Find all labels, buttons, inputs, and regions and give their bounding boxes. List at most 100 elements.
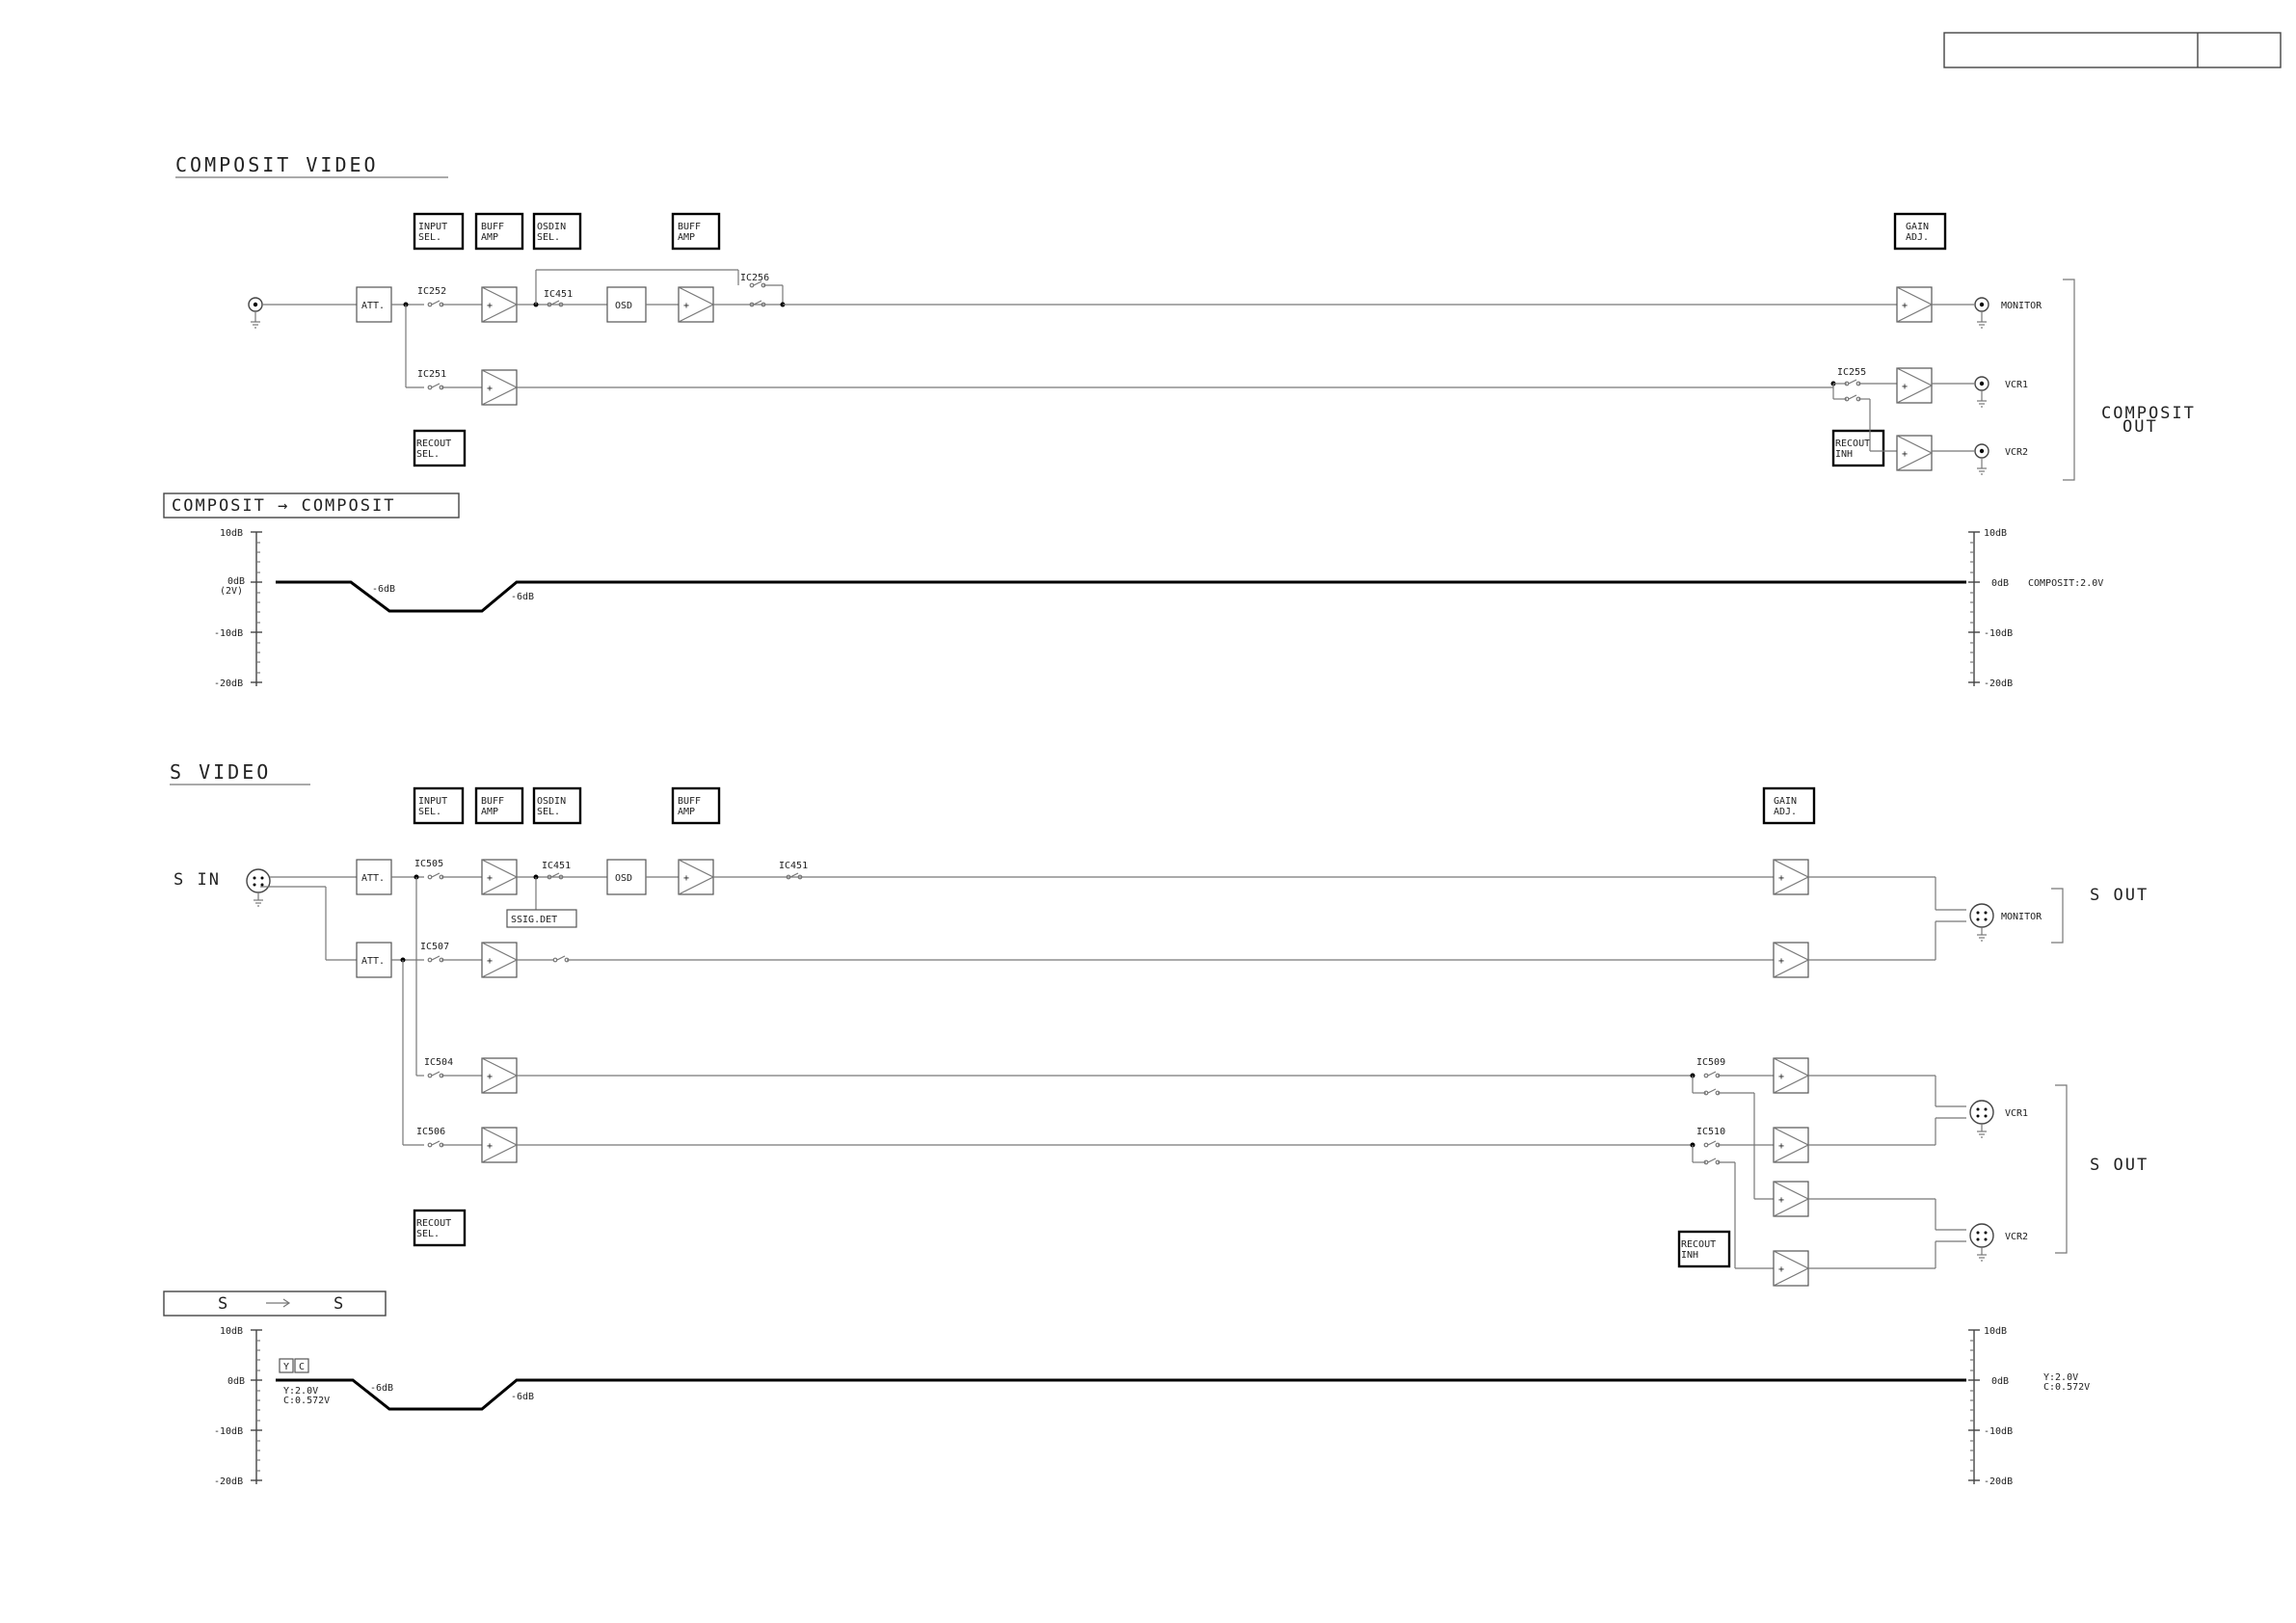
composite-title: COMPOSIT VIDEO (175, 153, 379, 176)
svideo-in-level-c: C:0.572V (283, 1396, 330, 1406)
ic451a-label: IC451 (542, 861, 571, 871)
composite-osd-block: OSD (606, 286, 647, 323)
composite-monitor-label: MONITOR (2001, 301, 2042, 311)
svideo-gain-amp-c (1773, 942, 1809, 978)
composite-out-level: COMPOSIT:2.0V (2028, 578, 2103, 589)
svg-text:INH: INH (1835, 449, 1853, 460)
svg-text:SEL.: SEL. (418, 232, 441, 243)
svideo-recout-inh-label: RECOUT INH (1677, 1230, 1731, 1268)
svg-text:10dB: 10dB (220, 1326, 243, 1337)
svg-text:0dB: 0dB (227, 576, 245, 587)
svideo-att-block-c: ATT. (356, 942, 392, 978)
svideo-vcr2-amp-c (1773, 1250, 1809, 1287)
composite-dip-label-2: -6dB (511, 592, 534, 602)
svg-text:OSDIN: OSDIN (537, 222, 566, 232)
s-in-label: S IN (174, 870, 221, 890)
svideo-vcr2-jack (1969, 1223, 1994, 1262)
svideo-level-title-right: S (334, 1294, 345, 1314)
composite-vcr2-label: VCR2 (2005, 447, 2028, 458)
svg-text:-10dB: -10dB (214, 1426, 243, 1437)
ic255-label: IC255 (1837, 367, 1866, 378)
ic506-label: IC506 (416, 1127, 445, 1137)
svideo-title: S VIDEO (170, 760, 271, 784)
composite-buff-amp-label: BUFF AMP (474, 212, 524, 251)
svideo-section: S VIDEO INPUT SEL. BUFF AMP OSDIN SEL. B… (163, 760, 2149, 1487)
svg-text:OSD: OSD (615, 873, 632, 884)
svideo-buffer-amp-c (481, 942, 518, 978)
composite-vcr1-label: VCR1 (2005, 380, 2028, 390)
composite-right-scale: 10dB 0dB -10dB -20dB (1968, 528, 2013, 689)
composite-osd-in-sel-label: OSDIN SEL. (532, 212, 582, 251)
svg-text:SEL.: SEL. (418, 807, 441, 817)
composite-level-title-box (163, 492, 460, 519)
svideo-level-title-left: S (218, 1294, 229, 1314)
svg-text:INH: INH (1681, 1250, 1698, 1261)
svideo-vcr2-label: VCR2 (2005, 1232, 2028, 1242)
svideo-buffer-amp-y (481, 859, 518, 895)
ssig-det-label: SSIG.DET (506, 909, 577, 928)
composite-input-sel-label: INPUT SEL. (413, 212, 465, 251)
svg-text:ATT.: ATT. (361, 301, 385, 311)
svideo-osd-block: OSD (606, 859, 647, 895)
composite-rec-amp (481, 369, 518, 406)
composite-dip-label-1: -6dB (372, 584, 395, 595)
svideo-monitor-label: MONITOR (2001, 912, 2042, 922)
svg-text:SEL.: SEL. (416, 449, 440, 460)
ic509-label: IC509 (1696, 1057, 1725, 1068)
svideo-att-block-y: ATT. (356, 859, 392, 895)
svg-text:AMP: AMP (678, 807, 695, 817)
composite-vcr1-jack (1974, 376, 1989, 408)
composite-out-label: COMPOSIT (2101, 404, 2196, 423)
title-block (1943, 32, 2282, 68)
composite-vcr2-jack (1974, 443, 1989, 475)
svg-text:RECOUT: RECOUT (416, 1218, 451, 1229)
composite-recout-sel-label: RECOUT SEL. (413, 429, 467, 467)
ic451-label: IC451 (544, 289, 573, 300)
svg-text:(2V): (2V) (220, 586, 243, 597)
svideo-buffer-amp-2 (678, 859, 714, 895)
svideo-gain-adj-label: GAIN ADJ. (1762, 786, 1816, 825)
svg-text:AMP: AMP (481, 807, 498, 817)
svg-text:GAIN: GAIN (1774, 796, 1797, 807)
svideo-vcr1-amp-c (1773, 1127, 1809, 1163)
yc-marker: Y C (279, 1358, 309, 1373)
s-in-jack (246, 868, 271, 907)
svg-text:ATT.: ATT. (361, 873, 385, 884)
composite-monitor-jack (1974, 297, 1989, 329)
composite-input-jack (248, 297, 263, 329)
ic252-label: IC252 (417, 286, 446, 297)
svg-text:10dB: 10dB (1984, 528, 2007, 539)
svideo-input-sel-label: INPUT SEL. (413, 786, 465, 825)
svideo-dip-label-1: -6dB (370, 1383, 393, 1394)
svg-text:AMP: AMP (678, 232, 695, 243)
composite-out-label-2: OUT (2122, 417, 2158, 437)
svg-text:ADJ.: ADJ. (1906, 232, 1929, 243)
svideo-recout-sel-label: RECOUT SEL. (413, 1209, 467, 1247)
composite-level-title: COMPOSIT → COMPOSIT (172, 496, 395, 516)
svg-text:SSIG.DET: SSIG.DET (511, 915, 557, 925)
ic251-label: IC251 (417, 369, 446, 380)
svg-text:-10dB: -10dB (1984, 1426, 2013, 1437)
svg-text:BUFF: BUFF (481, 222, 504, 232)
svg-text:INPUT: INPUT (418, 222, 447, 232)
svg-text:0dB: 0dB (227, 1376, 245, 1387)
svideo-gain-amp-y (1773, 859, 1809, 895)
ic505-label: IC505 (414, 859, 443, 869)
svg-text:-10dB: -10dB (1984, 628, 2013, 639)
s-out-label-1: S OUT (2090, 886, 2149, 905)
svideo-level-line (276, 1378, 1966, 1411)
svideo-right-scale: 10dB 0dB -10dB -20dB (1968, 1326, 2013, 1487)
svg-text:RECOUT: RECOUT (1681, 1239, 1716, 1250)
svg-text:RECOUT: RECOUT (1835, 439, 1870, 449)
svg-text:-20dB: -20dB (1984, 678, 2013, 689)
ic510-label: IC510 (1696, 1127, 1725, 1137)
svideo-vcr1-amp-y (1773, 1057, 1809, 1094)
svg-text:RECOUT: RECOUT (416, 439, 451, 449)
svg-text:AMP: AMP (481, 232, 498, 243)
svg-text:C: C (299, 1362, 305, 1372)
svideo-out-level-y: Y:2.0V (2043, 1372, 2078, 1383)
svg-text:OSD: OSD (615, 301, 632, 311)
svideo-left-scale: 10dB 0dB -10dB -20dB (214, 1326, 262, 1487)
svideo-buff-amp-label-2: BUFF AMP (671, 786, 721, 825)
svg-text:SEL.: SEL. (537, 232, 560, 243)
